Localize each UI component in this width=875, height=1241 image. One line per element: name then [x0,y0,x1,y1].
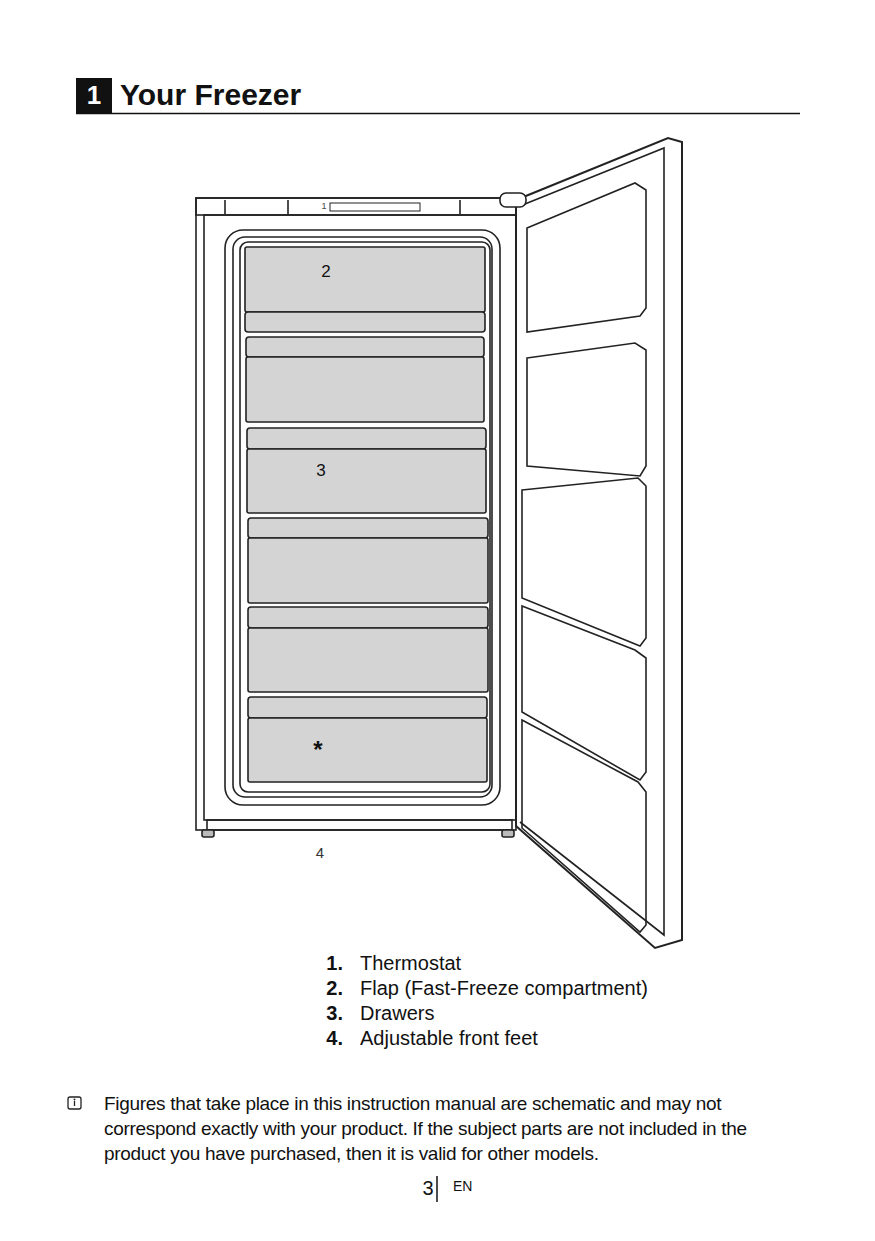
part-name: Flap (Fast-Freeze compartment) [360,976,648,1001]
callout-number: 4 [316,844,324,863]
note-text: Figures that take place in this instruct… [104,1091,804,1166]
section-box [76,78,112,113]
section-number: 1 [87,79,101,112]
callout-number: 3 [316,460,325,481]
part-name: Thermostat [360,951,461,976]
list-number: 4. [313,1026,343,1051]
part-name: Adjustable front feet [360,1026,538,1051]
list-number: 1. [313,951,343,976]
language-code: EN [453,1178,472,1196]
page-number: 3 [422,1176,433,1201]
callout-number: 1 [321,201,326,212]
part-name: Drawers [360,1001,434,1026]
callout-number: * [313,735,322,765]
callout-number: 2 [321,261,330,282]
section-title: Your Freezer [120,76,301,114]
list-number: 2. [313,976,343,1001]
list-number: 3. [313,1001,343,1026]
